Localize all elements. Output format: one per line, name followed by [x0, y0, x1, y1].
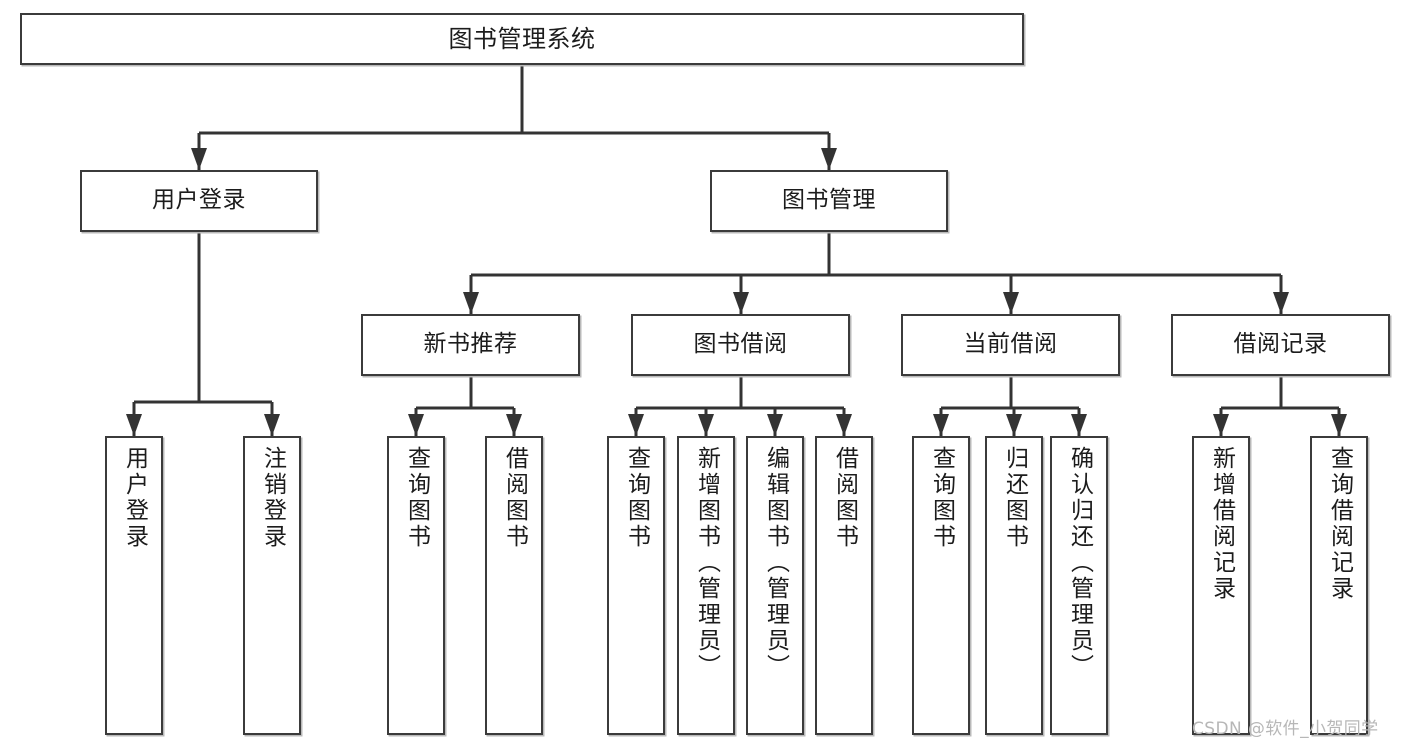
- node-label: 新增图书（管理员）: [693, 446, 720, 680]
- arrowhead-icon-leaf-add-record: [1213, 414, 1229, 436]
- connector-group: [126, 65, 1347, 436]
- node-label: 借阅图书: [501, 446, 528, 550]
- node-leaf-logout[interactable]: 注销登录: [243, 436, 301, 735]
- node-label: 图书借阅: [693, 331, 788, 358]
- arrowhead-icon-leaf-user-login: [126, 414, 142, 436]
- arrowhead-icon-current-borrow: [1003, 292, 1019, 314]
- node-leaf-add-book[interactable]: 新增图书（管理员）: [677, 436, 735, 735]
- node-leaf-return-book[interactable]: 归还图书: [985, 436, 1043, 735]
- node-label: 当前借阅: [963, 331, 1058, 358]
- arrowhead-icon-leaf-query-book-3: [933, 414, 949, 436]
- node-book-manage[interactable]: 图书管理: [710, 170, 948, 232]
- node-leaf-user-login[interactable]: 用户登录: [105, 436, 163, 735]
- node-leaf-query-book-2[interactable]: 查询图书: [607, 436, 665, 735]
- arrowhead-icon-leaf-edit-book: [767, 414, 783, 436]
- node-book-borrow[interactable]: 图书借阅: [631, 314, 850, 376]
- node-label: 图书管理系统: [448, 24, 596, 53]
- arrowhead-icon-leaf-confirm-return: [1071, 414, 1087, 436]
- arrowhead-icon-user-login: [191, 148, 207, 170]
- arrowhead-icon-leaf-query-record: [1331, 414, 1347, 436]
- node-label: 编辑图书（管理员）: [762, 446, 789, 680]
- node-leaf-borrow-book-2[interactable]: 借阅图书: [815, 436, 873, 735]
- node-label: 用户登录: [152, 187, 246, 214]
- node-leaf-borrow-book-1[interactable]: 借阅图书: [485, 436, 543, 735]
- arrowhead-icon-leaf-logout: [264, 414, 280, 436]
- arrowhead-icon-borrow-record: [1273, 292, 1289, 314]
- node-user-login[interactable]: 用户登录: [80, 170, 318, 232]
- node-new-book-rec[interactable]: 新书推荐: [361, 314, 580, 376]
- node-leaf-query-book-1[interactable]: 查询图书: [387, 436, 445, 735]
- arrowhead-icon-leaf-query-book-2: [628, 414, 644, 436]
- node-label: 查询图书: [623, 446, 650, 550]
- arrowhead-icon-book-manage: [821, 148, 837, 170]
- node-label: 查询图书: [928, 446, 955, 550]
- arrowhead-icon-leaf-borrow-book-2: [836, 414, 852, 436]
- node-label: 新书推荐: [423, 331, 518, 358]
- node-leaf-query-book-3[interactable]: 查询图书: [912, 436, 970, 735]
- node-leaf-edit-book[interactable]: 编辑图书（管理员）: [746, 436, 804, 735]
- node-label: 注销登录: [259, 446, 286, 550]
- node-current-borrow[interactable]: 当前借阅: [901, 314, 1120, 376]
- node-leaf-query-record[interactable]: 查询借阅记录: [1310, 436, 1368, 735]
- node-label: 借阅图书: [831, 446, 858, 550]
- node-label: 确认归还（管理员）: [1066, 446, 1093, 680]
- node-label: 查询借阅记录: [1326, 446, 1353, 602]
- arrowhead-icon-leaf-query-book-1: [408, 414, 424, 436]
- arrowhead-icon-new-book-rec: [463, 292, 479, 314]
- arrowhead-icon-leaf-return-book: [1006, 414, 1022, 436]
- arrowhead-icon-leaf-borrow-book-1: [506, 414, 522, 436]
- node-label: 归还图书: [1001, 446, 1028, 550]
- node-leaf-add-record[interactable]: 新增借阅记录: [1192, 436, 1250, 735]
- node-label: 借阅记录: [1233, 331, 1328, 358]
- node-label: 新增借阅记录: [1208, 446, 1235, 602]
- node-label: 图书管理: [782, 187, 876, 214]
- node-borrow-record[interactable]: 借阅记录: [1171, 314, 1390, 376]
- arrowhead-icon-book-borrow: [733, 292, 749, 314]
- arrowhead-icon-leaf-add-book: [698, 414, 714, 436]
- node-root[interactable]: 图书管理系统: [20, 13, 1024, 65]
- node-label: 用户登录: [121, 446, 148, 550]
- node-label: 查询图书: [403, 446, 430, 550]
- node-leaf-confirm-return[interactable]: 确认归还（管理员）: [1050, 436, 1108, 735]
